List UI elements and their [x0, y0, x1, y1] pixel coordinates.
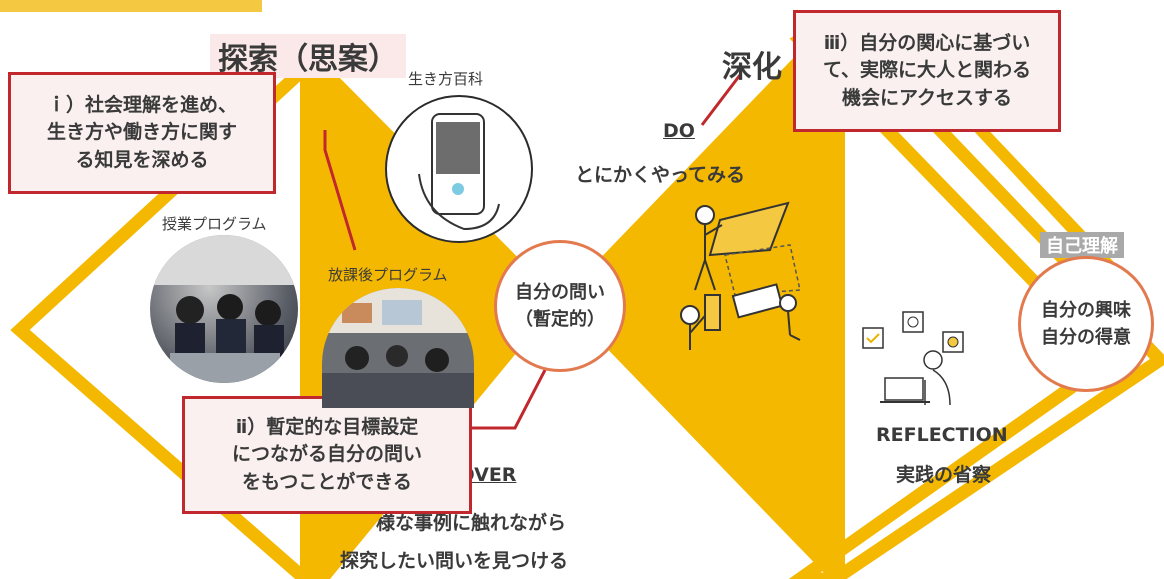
class-program-label: 授業プログラム [162, 215, 267, 233]
deepen-header: 深化 [722, 50, 782, 85]
center-divider [830, 20, 845, 579]
callout-text: ⅲ）自分の関心に基づい て、実際に大人と関わる 機会にアクセスする [822, 31, 1032, 109]
connector-c3 [700, 74, 742, 126]
connector-c1 [323, 130, 357, 251]
classroom-photo [322, 288, 474, 408]
encyclopedia-circle [385, 95, 533, 243]
do-title: DO [663, 120, 695, 142]
reflection-title: REFLECTION [876, 424, 1008, 446]
connector-c2 [470, 369, 547, 430]
explore-header: 探索（思案） [210, 34, 406, 78]
callout-text: ｉ）社会理解を進め、 生き方や働き方に関す る知見を深める [46, 93, 237, 171]
encyclopedia-label: 生き方百科 [408, 70, 484, 88]
question-text: 自分の問い （暫定的） [515, 282, 605, 330]
do-band [560, 20, 830, 579]
people-activity-illustration [680, 201, 801, 350]
callout-provisional-goal: ⅱ）暫定的な目標設定 につながる自分の問い をもつことができる [182, 396, 472, 514]
callout-access-adults: ⅲ）自分の関心に基づい て、実際に大人と関わる 機会にアクセスする [793, 10, 1061, 132]
interest-text: 自分の興味 自分の得意 [1041, 300, 1131, 348]
reflection-laptop-illustration [862, 311, 964, 406]
do-description: とにかくやってみる [575, 164, 746, 186]
reflection-description: 実践の省察 [896, 464, 992, 486]
top-left-yellow-bar [0, 0, 262, 12]
after-school-program-label: 放課後プログラム [328, 266, 448, 284]
question-circle: 自分の問い （暫定的） [494, 240, 626, 372]
students-photo [150, 235, 298, 383]
discover-line2: 探究したい問いを見つける [340, 550, 569, 572]
smartphone-icon [418, 113, 500, 231]
self-understanding-tag: 自己理解 [1040, 232, 1124, 258]
callout-text: ⅱ）暫定的な目標設定 につながる自分の問い をもつことができる [231, 415, 422, 493]
callout-social-understanding: ｉ）社会理解を進め、 生き方や働き方に関す る知見を深める [8, 72, 276, 194]
interest-circle: 自分の興味 自分の得意 [1018, 256, 1154, 392]
